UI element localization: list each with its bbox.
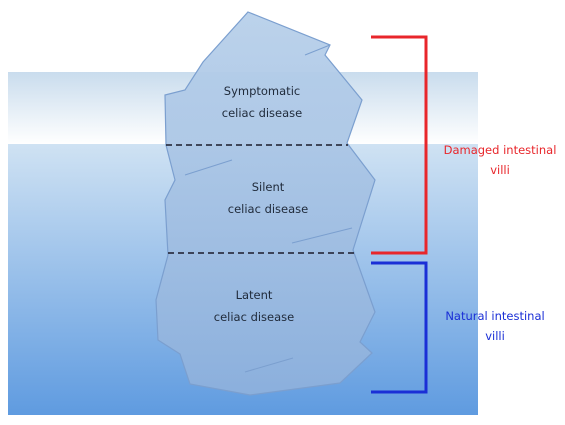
ice-crack <box>244 357 294 373</box>
latent-label: Latent celiac disease <box>164 284 344 328</box>
ice-crack <box>184 159 233 176</box>
layer-line2: celiac disease <box>213 310 295 324</box>
layer-line1: Silent <box>251 180 285 194</box>
ice-crack <box>291 227 353 244</box>
bracket-line2: villi <box>490 163 510 177</box>
natural-bracket <box>371 261 428 394</box>
bracket-line2: villi <box>485 329 505 343</box>
bracket-line1: Natural intestinal <box>445 309 545 323</box>
layer-line1: Symptomatic <box>223 84 301 98</box>
damaged-villi-label: Damaged intestinal villi <box>435 140 565 180</box>
ice-crack <box>304 44 331 56</box>
layer-line1: Latent <box>235 288 273 302</box>
layer-line2: celiac disease <box>221 106 303 120</box>
natural-villi-label: Natural intestinal villi <box>430 306 560 346</box>
symptomatic-label: Symptomatic celiac disease <box>172 80 352 124</box>
silent-label: Silent celiac disease <box>178 176 358 220</box>
layer-line2: celiac disease <box>227 202 309 216</box>
damaged-bracket <box>371 35 428 255</box>
bracket-line1: Damaged intestinal <box>443 143 557 157</box>
iceberg-shape <box>155 11 376 396</box>
